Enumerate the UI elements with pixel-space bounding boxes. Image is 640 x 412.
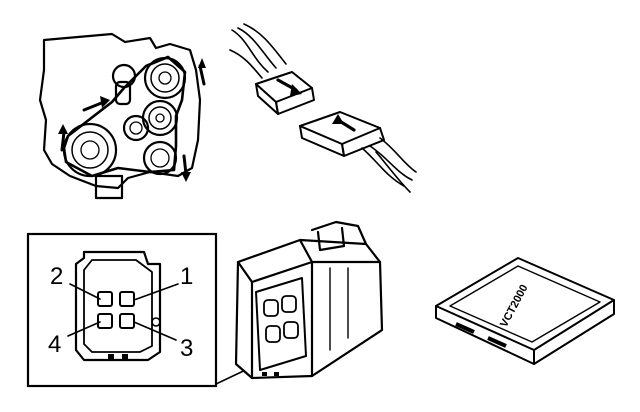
rotation-arrow [198, 64, 206, 86]
female-connector [299, 111, 385, 157]
rotation-arrow [60, 130, 66, 152]
pin-label-1: 1 [180, 263, 193, 290]
pin-cavity-3 [119, 313, 135, 329]
pin-label-3: 3 [180, 335, 193, 362]
pin-label-2: 2 [50, 263, 63, 290]
connector-face [74, 250, 162, 362]
vct2000-module: VCT2000 [435, 257, 615, 365]
drive-belt [62, 55, 187, 178]
pin-label-4: 4 [48, 331, 61, 358]
module-port [455, 322, 507, 348]
engine-belt-diagram [38, 32, 206, 200]
pin-cavity-2 [97, 291, 113, 307]
connector-pinout-inset: 1 2 3 4 [26, 232, 255, 388]
harness-connector-pair [229, 23, 417, 193]
engine-outline [38, 32, 202, 190]
connector-3d-view [234, 220, 384, 380]
inset-frame [26, 232, 218, 388]
pin-cavity-1 [119, 291, 135, 307]
male-connector [255, 71, 315, 115]
rotation-arrow [82, 100, 106, 112]
idler-bracket [114, 80, 132, 106]
shaft-stub [94, 174, 124, 200]
pin-leader-lines [67, 283, 179, 341]
rotation-arrow [182, 154, 188, 176]
small-pulley [122, 114, 150, 142]
pin-cavity-4 [97, 313, 113, 329]
pin-cavities [97, 291, 135, 329]
